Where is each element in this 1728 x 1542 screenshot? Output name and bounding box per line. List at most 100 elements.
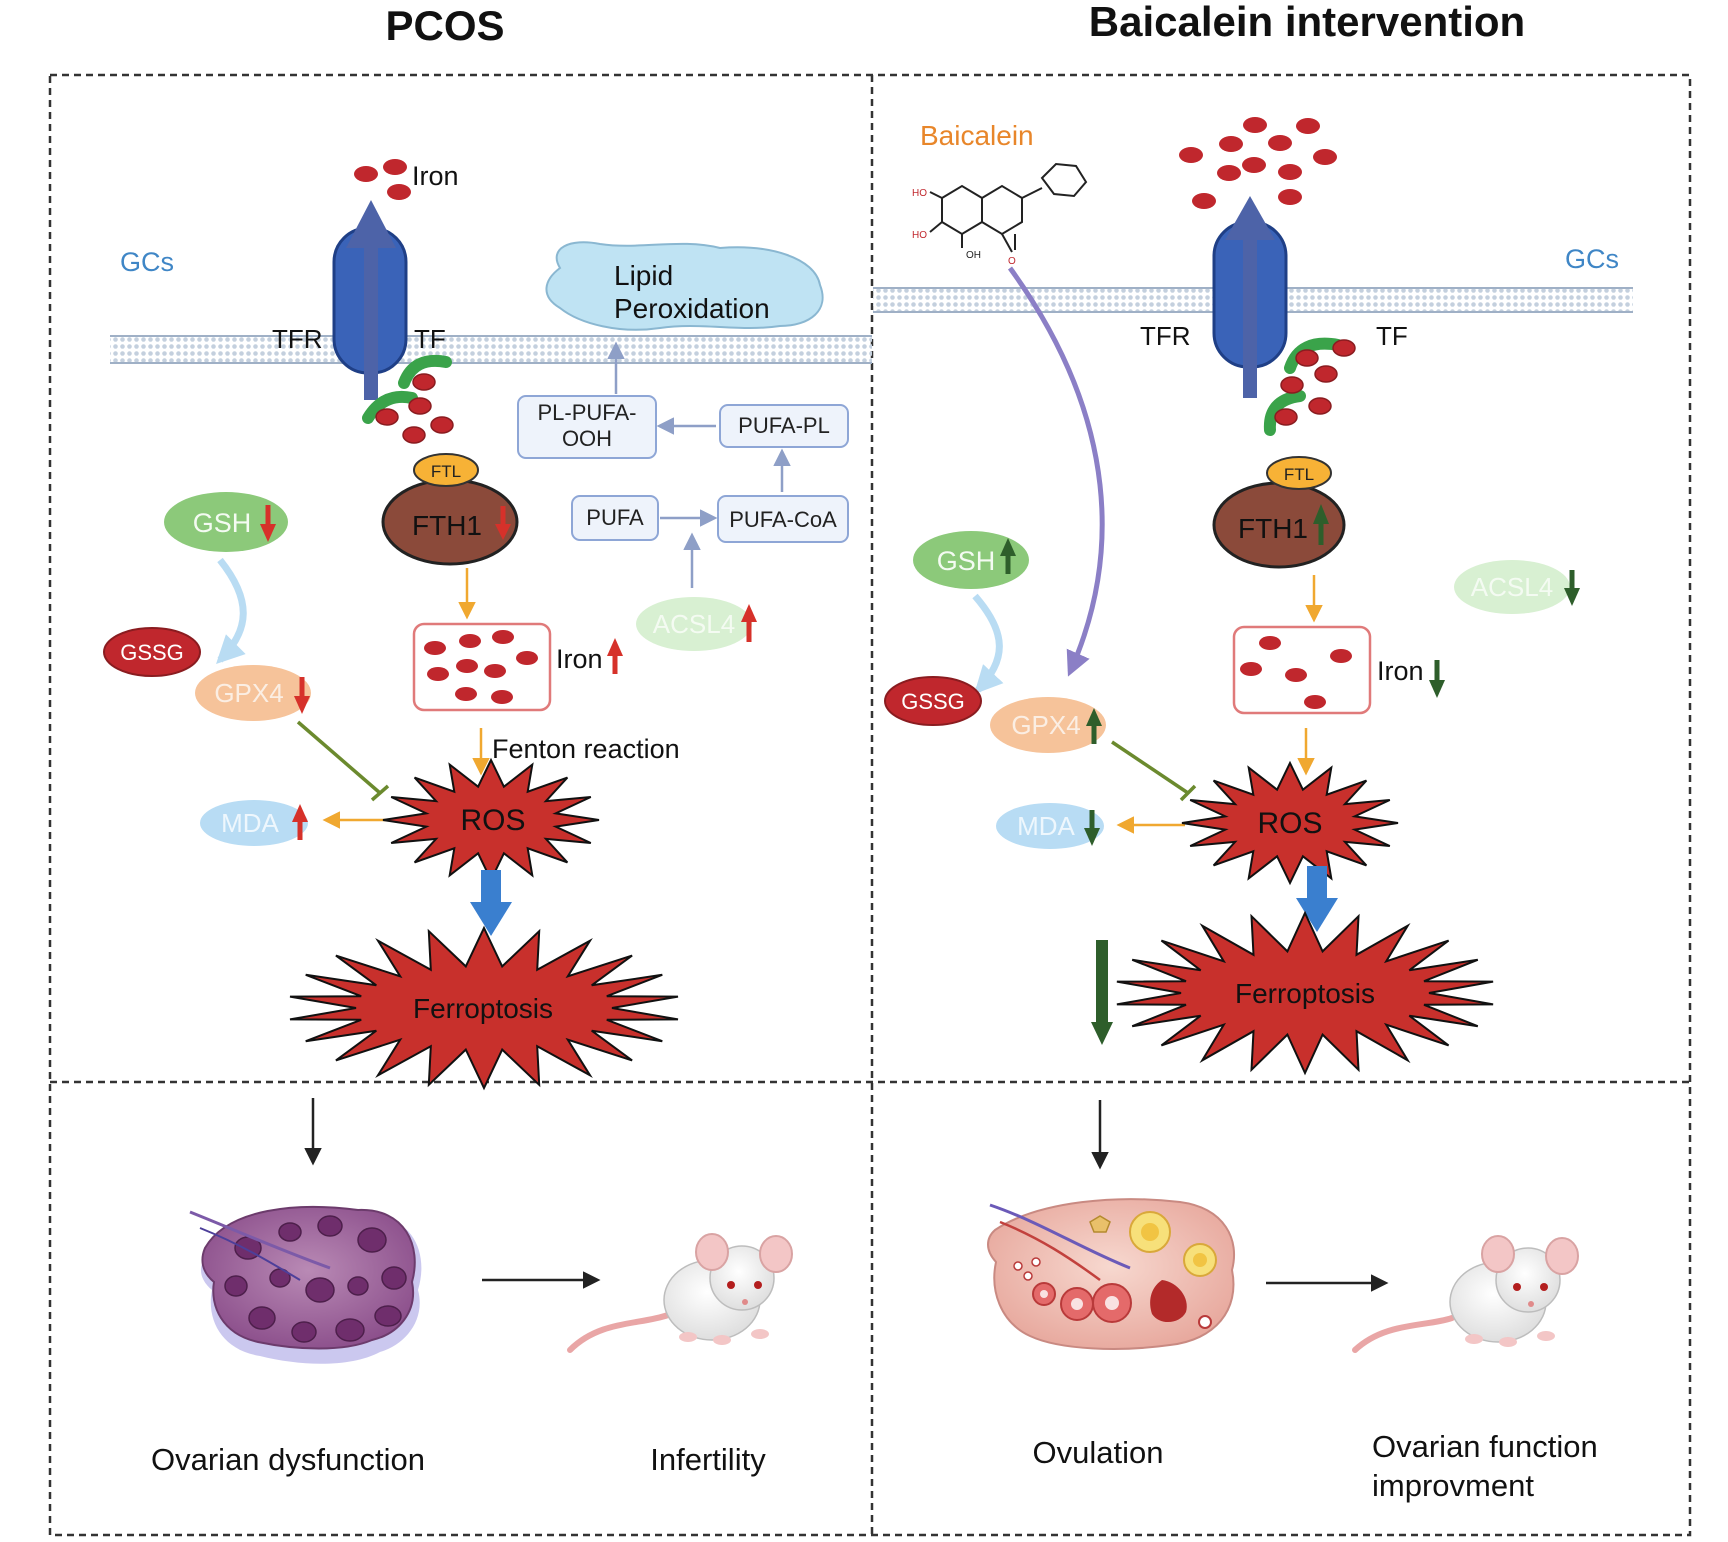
ovarian-improvement-label-line2: improvment: [1372, 1468, 1534, 1503]
gssg-node-left: [103, 627, 201, 677]
gsh-node-left: [164, 492, 288, 552]
gssg-label-right: GSSG: [901, 689, 965, 714]
iron-pool-particles-right: [1240, 636, 1352, 709]
gssg-node-right: [884, 676, 982, 726]
ovulation-label: Ovulation: [1033, 1435, 1164, 1470]
ferroptosis-decrease-arrow: [1091, 940, 1113, 1045]
tfr-label-right: TFR: [1140, 321, 1191, 351]
ros-label-left: ROS: [460, 804, 525, 837]
tfr-receptor-left: [332, 200, 408, 400]
acsl4-node-right: [1454, 560, 1570, 614]
orange-arrows-right: [1116, 575, 1323, 834]
gpx4-inhibition-right: [1111, 740, 1197, 802]
baicalein-label: Baicalein: [920, 120, 1034, 151]
gsh-up-arrow-right: [1000, 538, 1016, 574]
ros-to-ferroptosis-arrow-left: [470, 870, 512, 936]
gsh-label-left: GSH: [193, 508, 252, 538]
fth1-up-arrow-right: [1313, 504, 1329, 545]
gssg-label-left: GSSG: [120, 640, 184, 665]
healthy-ovary-illustration: [987, 1198, 1236, 1350]
title-baicalein: Baicalein intervention: [1089, 0, 1525, 45]
iron-pool-box-left: [412, 622, 552, 712]
ros-burst-right: [1181, 760, 1399, 886]
baicalein-molecule-icon: [929, 162, 1088, 253]
gpx4-label-right: GPX4: [1011, 710, 1080, 740]
mouse-infertile-illustration: [567, 1233, 793, 1353]
iron-label-top-left: Iron: [412, 161, 459, 191]
ftl-label-left: FTL: [431, 462, 461, 481]
svg-text:HO: HO: [912, 188, 927, 199]
acsl4-label-left: ACSL4: [653, 609, 735, 639]
iron-pool-label-right: Iron: [1377, 656, 1424, 686]
ferritin-right: [1212, 456, 1346, 569]
acsl4-node-left: [636, 597, 752, 651]
lipid-peroxidation-cloud: [545, 241, 824, 331]
gpx4-down-arrow-left: [294, 677, 310, 714]
svg-text:HO: HO: [912, 230, 927, 241]
baicalein-molecule-labels: HO HO OH O: [912, 188, 1016, 267]
mda-node-right: [996, 803, 1104, 849]
ferroptosis-label-right: Ferroptosis: [1235, 978, 1375, 1009]
tf-label-left: TF: [414, 324, 446, 354]
ferroptosis-label-left: Ferroptosis: [413, 993, 553, 1024]
iron-pool-particles-left: [424, 630, 538, 704]
ftl-label-right: FTL: [1284, 465, 1314, 484]
pufa-label: PUFA: [586, 505, 644, 530]
ovarian-improvement-label-line1: Ovarian function: [1372, 1429, 1598, 1464]
mda-node-left: [200, 800, 308, 846]
iron-pool-up-arrow-left: [607, 638, 623, 674]
pcos-ovary-illustration: [189, 1205, 422, 1364]
lipid-label-line1: Lipid: [614, 260, 673, 291]
pufa-pl-box: [719, 404, 849, 448]
fth1-label-right: FTH1: [1238, 513, 1308, 544]
gcs-label-right: GCs: [1565, 244, 1619, 274]
ferroptosis-burst-right: [1116, 910, 1494, 1076]
iron-pool-down-arrow-right: [1429, 660, 1445, 698]
pufa-coa-label: PUFA-CoA: [729, 507, 837, 532]
pufa-box: [571, 495, 659, 541]
acsl4-up-arrow-left: [741, 604, 757, 642]
ros-label-right: ROS: [1257, 807, 1322, 840]
mda-label-right: MDA: [1017, 811, 1075, 841]
gcs-label-left: GCs: [120, 247, 174, 277]
ferritin-left: [381, 453, 519, 566]
orange-arrows-left: [322, 568, 490, 829]
svg-text:O: O: [1008, 256, 1016, 267]
fenton-label: Fenton reaction: [492, 734, 680, 764]
acsl4-label-right: ACSL4: [1471, 572, 1553, 602]
tfr-label-left: TFR: [272, 324, 323, 354]
gsh-down-arrow-left: [260, 505, 276, 542]
ovarian-dysfunction-label: Ovarian dysfunction: [151, 1442, 425, 1477]
iron-particles-top-left: [354, 159, 411, 200]
gsh-to-gpx4-arc-left: [216, 557, 247, 664]
baicalein-to-gpx4-arrow: [1007, 266, 1105, 677]
panel-frames: [48, 73, 1692, 1537]
pl-pufa-label-line2: OOH: [562, 426, 612, 451]
pl-pufa-ooh-box: [517, 395, 657, 459]
ferroptosis-burst-left: [289, 925, 679, 1091]
gpx4-node-right: [990, 697, 1106, 753]
fth1-label-left: FTH1: [412, 510, 482, 541]
gpx4-label-left: GPX4: [214, 678, 283, 708]
pufa-pathway-arrows: [607, 341, 791, 588]
gpx4-up-arrow-right: [1086, 708, 1102, 744]
mda-up-arrow-left: [292, 804, 308, 840]
mouse-healthy-illustration: [1352, 1235, 1579, 1353]
gpx4-inhibition-left: [296, 720, 390, 802]
iron-pool-label-left: Iron: [556, 644, 603, 674]
ros-to-ferroptosis-arrow-right: [1296, 866, 1338, 932]
gsh-to-gpx4-arc-right: [972, 593, 1004, 695]
transferrin-left: [362, 355, 454, 444]
fth1-down-arrow-left: [495, 506, 511, 540]
gpx4-node-left: [195, 665, 311, 721]
iron-particles-top-right: [1179, 117, 1337, 209]
pufa-coa-box: [717, 495, 849, 543]
acsl4-down-arrow-right: [1564, 570, 1580, 606]
pufa-pl-label: PUFA-PL: [738, 413, 830, 438]
infertility-label: Infertility: [650, 1442, 766, 1477]
tf-label-right: TF: [1376, 321, 1408, 351]
mda-label-left: MDA: [221, 808, 279, 838]
tfr-receptor-right: [1212, 196, 1288, 398]
gsh-node-right: [913, 531, 1029, 589]
